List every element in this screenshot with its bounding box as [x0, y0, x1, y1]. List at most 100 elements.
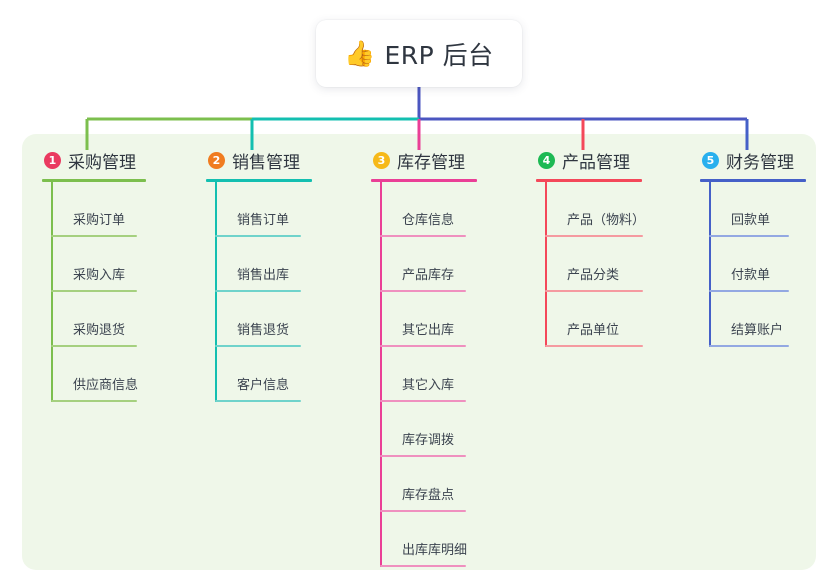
leaf-item-label: 库存调拨 [402, 433, 455, 448]
leaf-underline [380, 290, 466, 292]
branch-5: 5 财务管理回款单付款单结算账户 [700, 148, 806, 347]
leaf-underline [380, 345, 466, 347]
thumbs-up-icon: 👍 [344, 39, 376, 68]
leaf-underline [380, 510, 466, 512]
leaf-item[interactable]: 出库库明细 [380, 512, 477, 567]
leaf-item-label: 回款单 [731, 213, 771, 228]
branch-leaf-list: 销售订单销售出库销售退货客户信息 [215, 182, 312, 402]
branch-underline [371, 179, 477, 182]
leaf-item-label: 库存盘点 [402, 488, 455, 503]
leaf-item[interactable]: 采购退货 [51, 292, 146, 347]
leaf-underline [709, 235, 789, 237]
leaf-underline [545, 235, 643, 237]
branch-header-3[interactable]: 3 库存管理 [371, 148, 477, 173]
leaf-item[interactable]: 库存盘点 [380, 457, 477, 512]
leaf-item[interactable]: 采购订单 [51, 182, 146, 237]
leaf-item-label: 采购入库 [73, 268, 126, 283]
leaf-item-label: 产品（物料） [567, 213, 646, 228]
diagram-background-panel [22, 134, 816, 570]
leaf-underline [380, 565, 466, 567]
branch-title: 产品管理 [562, 152, 630, 173]
leaf-item[interactable]: 其它出库 [380, 292, 477, 347]
branch-leaf-list: 采购订单采购入库采购退货供应商信息 [51, 182, 146, 402]
branch-header-4[interactable]: 4 产品管理 [536, 148, 642, 173]
leaf-item-label: 其它出库 [402, 323, 455, 338]
root-node-label: ERP 后台 [384, 40, 494, 70]
branch-spine [545, 182, 547, 347]
branch-header-2[interactable]: 2 销售管理 [206, 148, 312, 173]
leaf-item[interactable]: 付款单 [709, 237, 806, 292]
leaf-item[interactable]: 回款单 [709, 182, 806, 237]
branch-underline [206, 179, 312, 182]
leaf-item[interactable]: 仓库信息 [380, 182, 477, 237]
leaf-item-label: 采购订单 [73, 213, 126, 228]
leaf-item[interactable]: 销售订单 [215, 182, 312, 237]
branch-number-badge: 2 [208, 151, 225, 169]
branch-underline [42, 179, 146, 182]
branch-spine [380, 182, 382, 567]
leaf-item[interactable]: 其它入库 [380, 347, 477, 402]
branch-number-badge: 5 [702, 151, 719, 169]
leaf-item[interactable]: 产品单位 [545, 292, 643, 347]
leaf-item-label: 销售出库 [237, 268, 290, 283]
leaf-underline [51, 400, 137, 402]
leaf-item[interactable]: 销售退货 [215, 292, 312, 347]
leaf-item-label: 供应商信息 [73, 378, 139, 393]
leaf-item-label: 客户信息 [237, 378, 290, 393]
leaf-item-label: 结算账户 [731, 323, 784, 338]
leaf-underline [545, 345, 643, 347]
leaf-item[interactable]: 库存调拨 [380, 402, 477, 457]
leaf-underline [51, 290, 137, 292]
branch-leaf-list: 产品（物料） 产品分类产品单位 [545, 182, 646, 347]
branch-underline [700, 179, 806, 182]
leaf-item[interactable]: 结算账户 [709, 292, 806, 347]
leaf-underline [51, 235, 137, 237]
branch-title: 财务管理 [726, 152, 794, 173]
leaf-item[interactable]: 客户信息 [215, 347, 312, 402]
branch-number-badge: 3 [373, 151, 390, 169]
leaf-item-label: 仓库信息 [402, 213, 455, 228]
leaf-item-label: 付款单 [731, 268, 771, 283]
branch-3: 3 库存管理仓库信息产品库存其它出库其它入库库存调拨库存盘点出库库明细 [371, 148, 477, 567]
leaf-item-label: 产品分类 [567, 268, 620, 283]
leaf-underline [215, 235, 301, 237]
branch-leaf-list: 仓库信息产品库存其它出库其它入库库存调拨库存盘点出库库明细 [380, 182, 477, 567]
leaf-underline [215, 345, 301, 347]
leaf-item[interactable]: 采购入库 [51, 237, 146, 292]
leaf-underline [215, 400, 301, 402]
leaf-item[interactable]: 销售出库 [215, 237, 312, 292]
branch-1: 1 采购管理采购订单采购入库采购退货供应商信息 [42, 148, 146, 402]
root-node[interactable]: 👍 ERP 后台 [316, 20, 522, 87]
leaf-underline [545, 290, 643, 292]
branch-spine [51, 182, 53, 402]
leaf-item[interactable]: 供应商信息 [51, 347, 146, 402]
branch-2: 2 销售管理销售订单销售出库销售退货客户信息 [206, 148, 312, 402]
leaf-item-label: 出库库明细 [402, 543, 468, 558]
leaf-item-label: 销售订单 [237, 213, 290, 228]
leaf-underline [380, 235, 466, 237]
leaf-underline [709, 345, 789, 347]
leaf-item-label: 采购退货 [73, 323, 126, 338]
branch-number-badge: 1 [44, 151, 61, 169]
branch-title: 库存管理 [397, 152, 465, 173]
branch-4: 4 产品管理产品（物料） 产品分类产品单位 [536, 148, 646, 347]
leaf-item-label: 销售退货 [237, 323, 290, 338]
leaf-item-label: 其它入库 [402, 378, 455, 393]
branch-title: 销售管理 [232, 152, 300, 173]
branch-spine [709, 182, 711, 347]
leaf-underline [380, 455, 466, 457]
leaf-item[interactable]: 产品库存 [380, 237, 477, 292]
branch-number-badge: 4 [538, 151, 555, 169]
leaf-underline [380, 400, 466, 402]
leaf-item-label: 产品库存 [402, 268, 455, 283]
branch-title: 采购管理 [68, 152, 136, 173]
branch-leaf-list: 回款单付款单结算账户 [709, 182, 806, 347]
branch-underline [536, 179, 642, 182]
leaf-item[interactable]: 产品（物料） [545, 182, 646, 237]
leaf-underline [51, 345, 137, 347]
branch-header-1[interactable]: 1 采购管理 [42, 148, 146, 173]
branch-spine [215, 182, 217, 402]
leaf-item[interactable]: 产品分类 [545, 237, 643, 292]
branch-header-5[interactable]: 5 财务管理 [700, 148, 806, 173]
